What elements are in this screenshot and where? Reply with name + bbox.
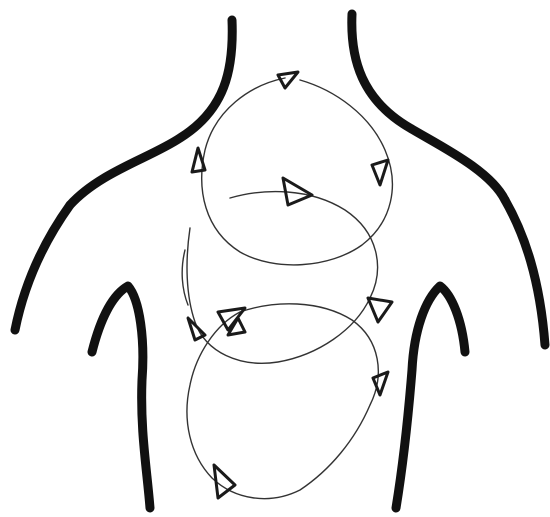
right-shoulder-line xyxy=(505,200,545,345)
circulation-loops xyxy=(182,78,392,499)
flow-arrows xyxy=(188,72,392,498)
arrow-top xyxy=(278,72,298,88)
arrow-lower-left xyxy=(214,465,235,498)
arrow-upper-right xyxy=(372,160,388,185)
arrow-mid-right xyxy=(368,298,392,322)
right-torso-side-line xyxy=(396,286,465,508)
arrow-mid-left-a xyxy=(188,318,205,340)
arrow-upper-left xyxy=(192,148,205,172)
upper-loop xyxy=(202,78,393,265)
left-torso-side-line xyxy=(92,286,150,508)
left-shoulder-line xyxy=(15,205,70,330)
middle-loop xyxy=(187,192,378,364)
left-neck-line xyxy=(70,20,232,205)
